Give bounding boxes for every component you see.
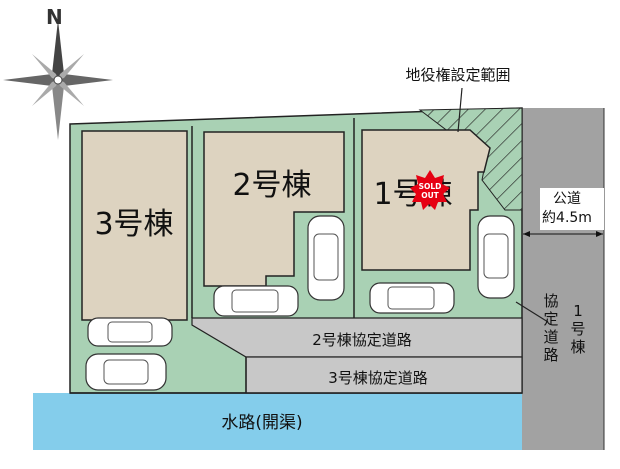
car-icon [85, 353, 167, 391]
sold-badge-line2: OUT [421, 191, 439, 200]
car-icon [213, 285, 299, 317]
car-icon [87, 317, 173, 347]
waterway [33, 393, 527, 450]
compass-rose-icon [3, 20, 113, 140]
compass-north-label: N [46, 5, 63, 29]
easement-label: 地役権設定範囲 [405, 66, 510, 84]
car-icon [369, 282, 455, 314]
road-2-label: 2号棟協定道路 [312, 331, 412, 349]
sold-out-badge: SOLD OUT [410, 170, 450, 210]
sold-badge-line1: SOLD [419, 182, 442, 191]
road-width-label: 約4.5m [542, 210, 592, 226]
lot-3-label: 3号棟 [94, 207, 173, 242]
car-icon [477, 215, 515, 299]
lot-3-building [81, 130, 188, 321]
public-road [522, 108, 604, 450]
public-road-label: 公道 [553, 191, 581, 207]
waterway-label: 水路(開渠) [221, 413, 302, 433]
car-icon [307, 215, 345, 301]
road-1-agreement-label: 協定道路 [543, 292, 558, 364]
lot-2-label: 2号棟 [232, 168, 311, 203]
road-3-label: 3号棟協定道路 [328, 369, 428, 387]
